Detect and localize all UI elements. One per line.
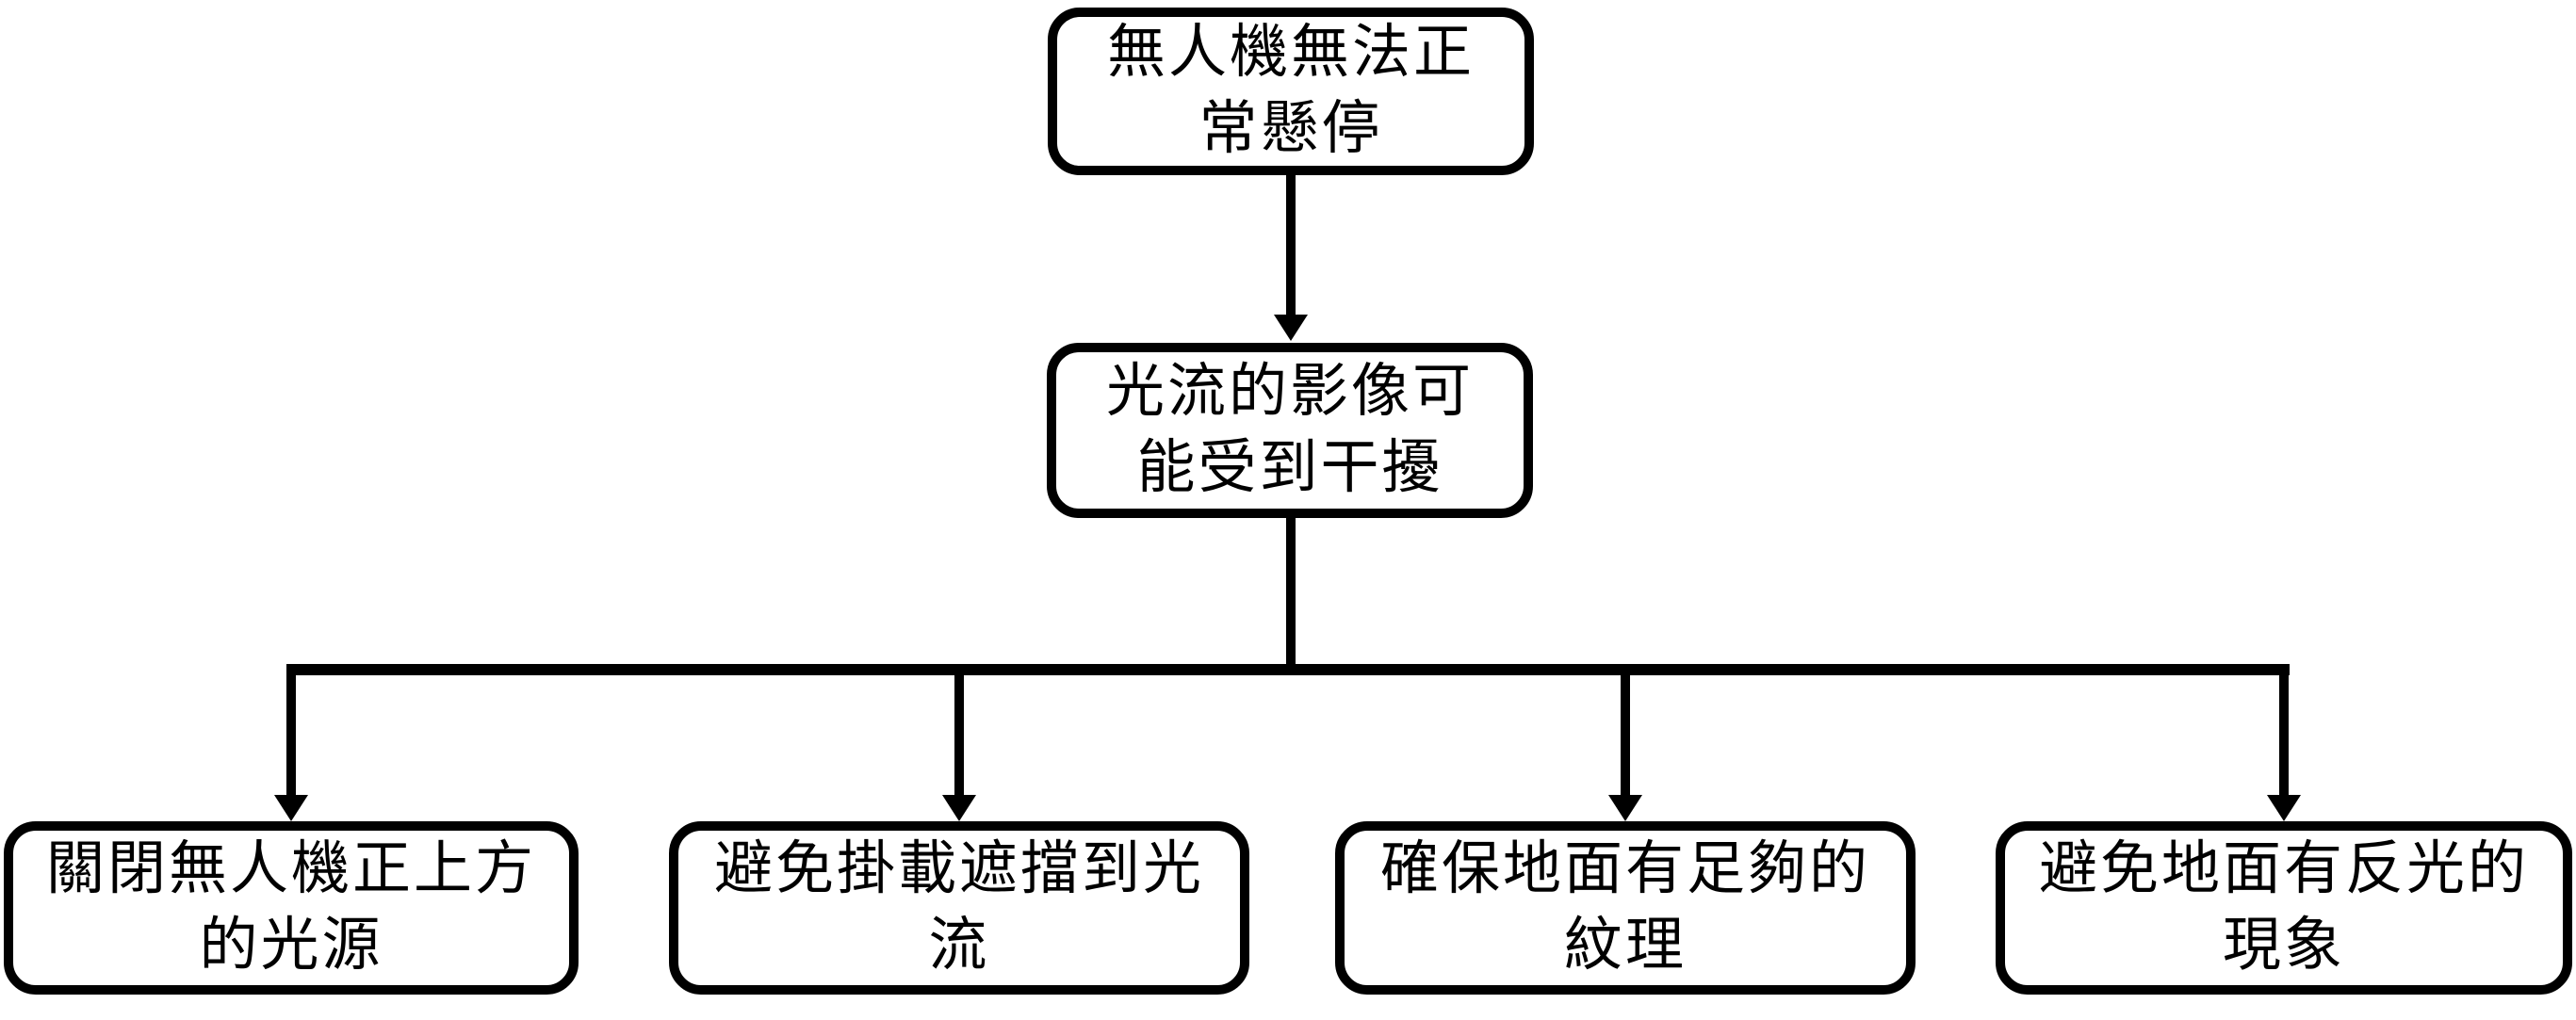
branch-bar — [286, 664, 2290, 675]
node-problem: 無人機無法正 常懸停 — [1048, 8, 1534, 175]
node-solution-2-line1: 避免掛載遮擋到光 — [713, 837, 1204, 902]
connector-branch-solution2-line — [954, 673, 964, 798]
connector-branch-solution3-line — [1621, 673, 1630, 798]
node-solution-4-line2: 現象 — [2222, 914, 2345, 978]
node-solution-3-line2: 紋理 — [1563, 914, 1687, 978]
connector-branch-solution4-line — [2279, 673, 2289, 798]
node-cause-line1: 光流的影像可 — [1105, 360, 1474, 425]
node-problem-line2: 常懸停 — [1198, 97, 1383, 161]
connector-problem-cause-line — [1286, 173, 1296, 316]
node-solution-1: 關閉無人機正上方 的光源 — [4, 821, 579, 995]
node-solution-3-line1: 確保地面有足夠的 — [1379, 837, 1870, 902]
node-solution-2: 避免掛載遮擋到光 流 — [669, 821, 1249, 995]
node-cause-line2: 能受到干擾 — [1136, 436, 1443, 500]
node-solution-2-line2: 流 — [928, 914, 990, 978]
node-cause: 光流的影像可 能受到干擾 — [1047, 343, 1533, 518]
node-solution-3: 確保地面有足夠的 紋理 — [1335, 821, 1916, 995]
arrowhead-down-icon — [2267, 795, 2301, 821]
node-problem-line1: 無人機無法正 — [1106, 21, 1475, 86]
node-solution-1-line1: 關閉無人機正上方 — [45, 837, 536, 902]
arrowhead-down-icon — [1274, 315, 1308, 341]
arrowhead-down-icon — [274, 795, 308, 821]
connector-branch-solution1-line — [286, 673, 296, 798]
connector-cause-branch-stem — [1286, 516, 1296, 670]
arrowhead-down-icon — [1608, 795, 1642, 821]
node-solution-4-line1: 避免地面有反光的 — [2038, 837, 2529, 902]
node-solution-1-line2: 的光源 — [199, 914, 383, 978]
arrowhead-down-icon — [942, 795, 976, 821]
node-solution-4: 避免地面有反光的 現象 — [1996, 821, 2572, 995]
